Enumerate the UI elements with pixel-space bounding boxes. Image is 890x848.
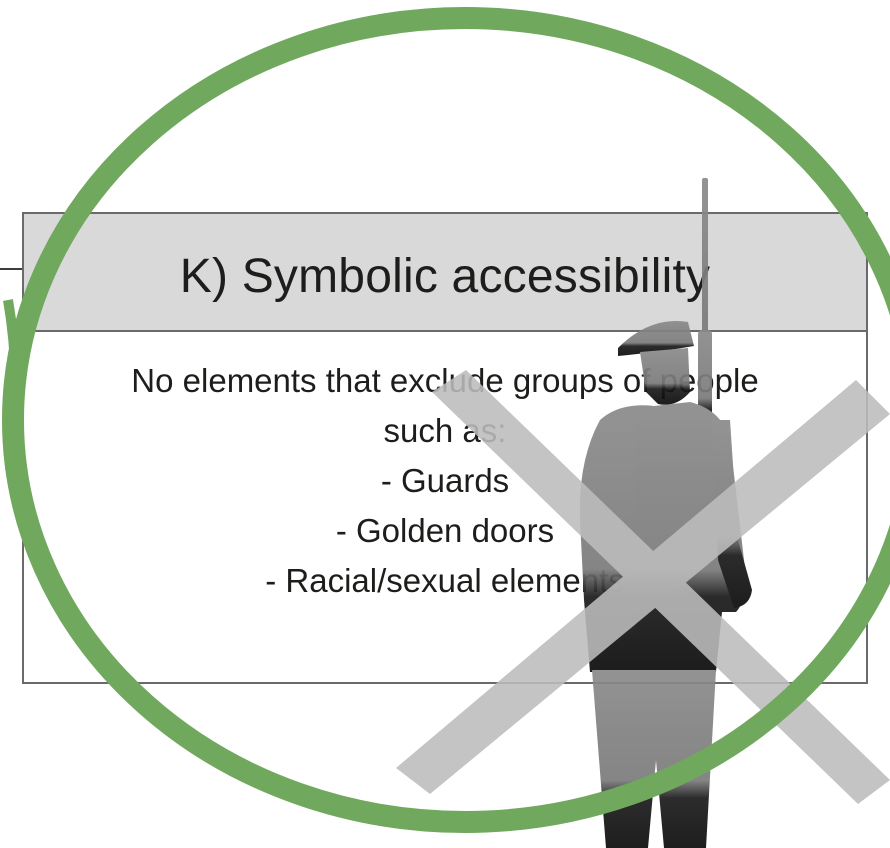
info-card: K) Symbolic accessibility No elements th… [22, 212, 868, 684]
card-header: K) Symbolic accessibility [24, 214, 866, 332]
list-item-guards: - Guards [380, 462, 510, 499]
card-body: No elements that exclude groups of peopl… [24, 356, 866, 606]
list-item-racial-sexual: - Racial/sexual elements [265, 562, 625, 599]
intro-line: No elements that exclude groups of peopl… [131, 362, 759, 399]
left-ring-fragment [3, 299, 21, 471]
list-item-golden-doors: - Golden doors [335, 512, 555, 549]
card-title: K) Symbolic accessibility [179, 249, 711, 303]
intro-line: such as: [383, 412, 507, 449]
connector-line [0, 268, 24, 270]
